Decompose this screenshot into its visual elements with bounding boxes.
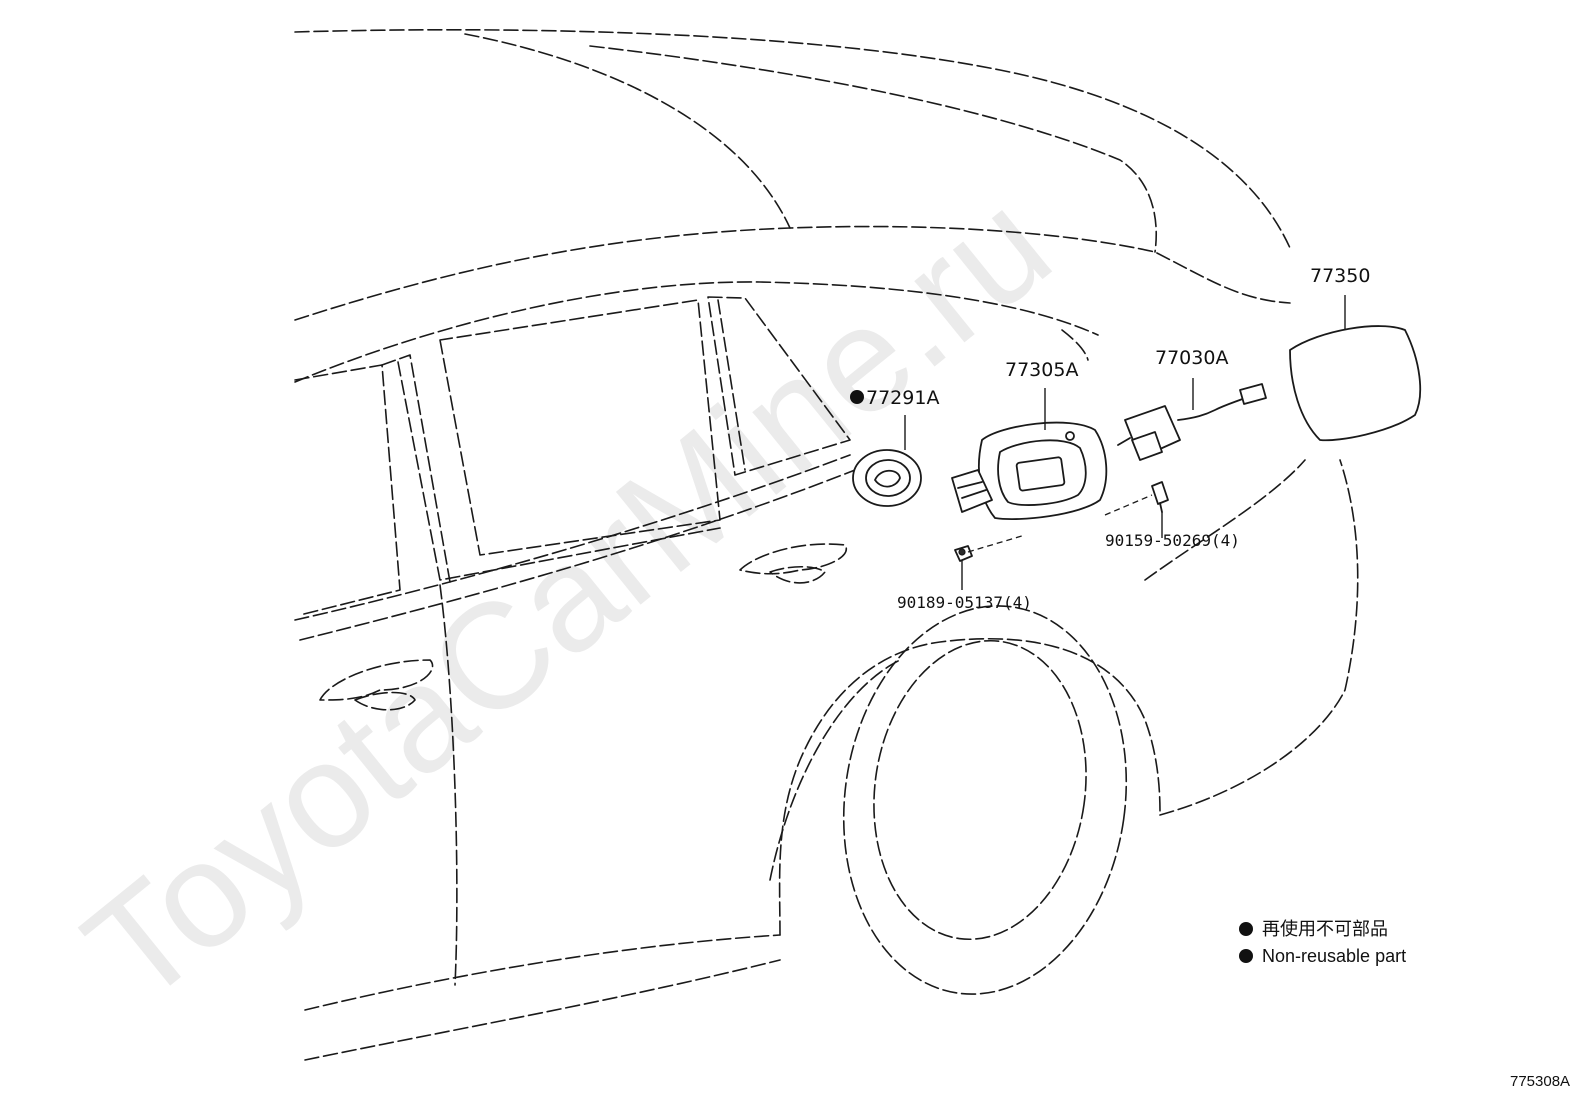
actuator-motor — [1131, 431, 1163, 461]
part-77291A-gasket — [852, 449, 922, 507]
belt-upper-line — [294, 225, 1291, 321]
screw-90159-shank — [1159, 502, 1163, 513]
door-pillar — [397, 361, 721, 581]
rear-door-handle — [739, 543, 848, 575]
callout-90189-05137: 90189-05137(4) — [897, 593, 1032, 612]
callout-77291A: 77291A — [866, 387, 939, 409]
gasket-inner — [865, 459, 911, 497]
screw-90189-axis — [967, 534, 1026, 553]
callout-77030A: 77030A — [1155, 347, 1228, 369]
front-door-handle-recess — [354, 691, 416, 711]
gasket-detail — [874, 469, 901, 488]
door-belt-inner — [299, 469, 856, 641]
hinge-ribs — [957, 481, 987, 499]
wheel-arch-outer — [778, 638, 1161, 936]
part-screw-90189 — [954, 545, 973, 562]
screw-90159-axis — [1104, 494, 1153, 516]
wheel-arch-front — [769, 659, 901, 881]
fuel-lid-panel — [1289, 325, 1422, 442]
figure-id: 775308A — [1510, 1073, 1570, 1090]
roof-inner-line — [464, 33, 791, 229]
screw-90189-recess — [958, 548, 966, 556]
callout-90159-50269: 90159-50269(4) — [1105, 531, 1240, 550]
quarter-divider — [717, 299, 746, 471]
non-reusable-marker — [850, 390, 864, 404]
quarter-crease — [1144, 459, 1306, 581]
part-77305A-inlet-box — [951, 421, 1108, 521]
rear-bumper-line — [1159, 459, 1359, 816]
beltline — [294, 281, 1099, 383]
rear-door-handle-recess — [769, 565, 826, 584]
callout-77305A: 77305A — [1005, 359, 1078, 381]
callout-77350: 77350 — [1310, 265, 1370, 287]
front-window-frame — [294, 364, 401, 616]
actuator-connector — [1239, 383, 1267, 405]
actuator-wire — [1177, 397, 1246, 421]
screw-90159-head — [1151, 481, 1169, 505]
inlet-box-tab — [1065, 431, 1075, 441]
front-door-handle — [319, 659, 434, 701]
callout-labels: 77350 77305A 77030A 77291A 90159-50269(4… — [850, 265, 1370, 612]
rear-tire-outer — [842, 605, 1128, 995]
belt-end-hook — [1061, 329, 1089, 361]
actuator-plunger — [1117, 437, 1131, 446]
roof-rail-line — [589, 45, 1158, 253]
rocker-line — [304, 934, 781, 1011]
door-split-line — [439, 584, 458, 986]
part-screw-90159 — [1151, 481, 1169, 513]
legend-text-en: Non-reusable part — [1262, 946, 1406, 966]
part-77030A-actuator — [1117, 383, 1267, 461]
legend-bullet-en — [1239, 949, 1253, 963]
leader-lines — [904, 295, 1346, 590]
roof-line — [294, 28, 1291, 249]
inlet-box-opening — [997, 439, 1087, 506]
door-belt — [294, 454, 851, 621]
legend-bullet-ja — [1239, 922, 1253, 936]
quarter-window — [707, 296, 851, 476]
vehicle-body-outline — [294, 28, 1359, 1061]
pillar-inner — [381, 354, 451, 583]
rear-wheel — [873, 639, 1087, 941]
legend-text-ja: 再使用不可部品 — [1262, 919, 1388, 939]
inlet-box-hinge — [951, 469, 993, 513]
part-77350-fuel-lid — [1289, 325, 1422, 442]
legend: 再使用不可部品 Non-reusable part — [1239, 919, 1406, 966]
inlet-box-plate — [1015, 456, 1066, 492]
rocker-lower-line — [304, 959, 781, 1061]
